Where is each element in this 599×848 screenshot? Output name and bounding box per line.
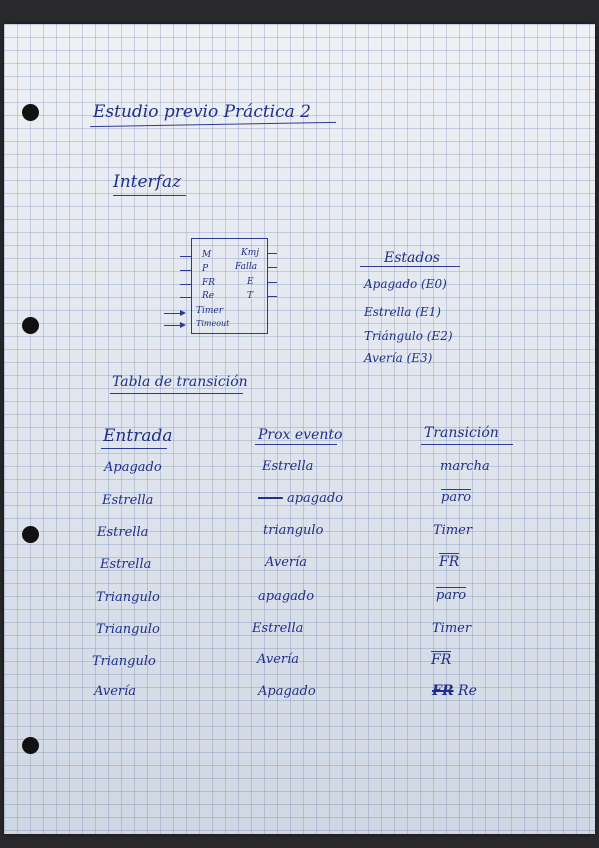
table-cell-transicion: FR	[439, 553, 460, 570]
table-cell-entrada: Avería	[94, 684, 137, 699]
binder-hole	[22, 737, 39, 754]
output-pin	[267, 267, 277, 268]
table-cell-entrada: Estrella	[100, 557, 152, 572]
binder-hole	[22, 317, 39, 334]
table-cell-transicion: FR	[431, 651, 452, 668]
input-pin	[180, 256, 192, 257]
state-item: Triángulo (E2)	[364, 329, 453, 343]
table-cell-prox-evento: Apagado	[258, 684, 316, 699]
binder-hole	[22, 526, 39, 543]
state-item: Estrella (E1)	[364, 305, 441, 319]
binder-hole	[22, 104, 39, 121]
input-label: FR	[202, 278, 216, 288]
table-cell-text: Re	[458, 683, 477, 699]
input-pin	[180, 284, 192, 285]
column-header-transicion: Transición	[424, 425, 499, 441]
header-underline	[255, 444, 337, 445]
page-title: Estudio previo Práctica 2	[93, 102, 311, 122]
table-cell-prox-evento: apagado	[258, 589, 315, 604]
table-cell-prox-evento: triangulo	[263, 523, 324, 538]
input-arrow	[164, 310, 186, 316]
table-cell-transicion: Timer	[432, 621, 472, 636]
output-label: Kmj	[241, 248, 260, 258]
states-heading: Estados	[384, 250, 440, 266]
table-cell-transicion: paro	[436, 587, 467, 603]
table-cell-entrada: Triangulo	[96, 590, 160, 605]
table-cell-entrada: Triangulo	[96, 622, 160, 637]
table-cell-prox-evento: Estrella	[252, 621, 304, 636]
input-pin	[180, 270, 192, 271]
states-underline	[360, 266, 460, 267]
table-cell-entrada: Estrella	[102, 493, 154, 508]
struck-word: FR	[432, 683, 454, 699]
output-label: Falla	[235, 262, 258, 272]
output-pin	[267, 282, 277, 283]
input-arrow	[164, 322, 186, 328]
output-pin	[267, 253, 277, 254]
table-heading-underline	[110, 393, 243, 394]
table-cell-prox-evento: apagado	[258, 492, 343, 505]
input-label: Re	[202, 291, 215, 301]
column-header-entrada: Entrada	[103, 426, 173, 446]
table-cell-entrada: Estrella	[97, 525, 149, 540]
table-cell-transicion: FR Re	[432, 684, 477, 698]
table-cell-text: apagado	[286, 491, 343, 506]
table-cell-prox-evento: Avería	[257, 652, 300, 667]
section-heading-table: Tabla de transición	[112, 374, 248, 390]
table-cell-transicion: marcha	[440, 459, 490, 474]
interface-underline	[113, 195, 186, 196]
header-underline	[421, 444, 513, 445]
input-label: P	[202, 264, 209, 274]
input-pin	[180, 297, 192, 298]
interface-block-diagram: M P FR Re Timer Timeout Kmj Falla E T	[191, 238, 268, 334]
table-cell-transicion: paro	[441, 489, 472, 505]
notebook-page	[4, 24, 595, 834]
output-pin	[267, 296, 277, 297]
table-cell-entrada: Apagado	[104, 460, 162, 475]
table-cell-prox-evento: Estrella	[262, 459, 314, 474]
output-label: T	[247, 291, 254, 301]
input-label: Timeout	[196, 319, 230, 328]
state-item: Avería (E3)	[364, 351, 433, 365]
table-cell-prox-evento: Avería	[265, 555, 308, 570]
state-item: Apagado (E0)	[364, 277, 447, 291]
input-label: Timer	[196, 306, 224, 316]
column-header-prox-evento: Prox evento	[258, 427, 343, 443]
section-heading-interface: Interfaz	[113, 172, 182, 192]
table-cell-transicion: Timer	[433, 523, 473, 538]
table-cell-entrada: Triangulo	[92, 654, 156, 669]
input-label: M	[202, 250, 212, 260]
output-label: E	[247, 277, 254, 287]
header-underline	[101, 448, 167, 449]
